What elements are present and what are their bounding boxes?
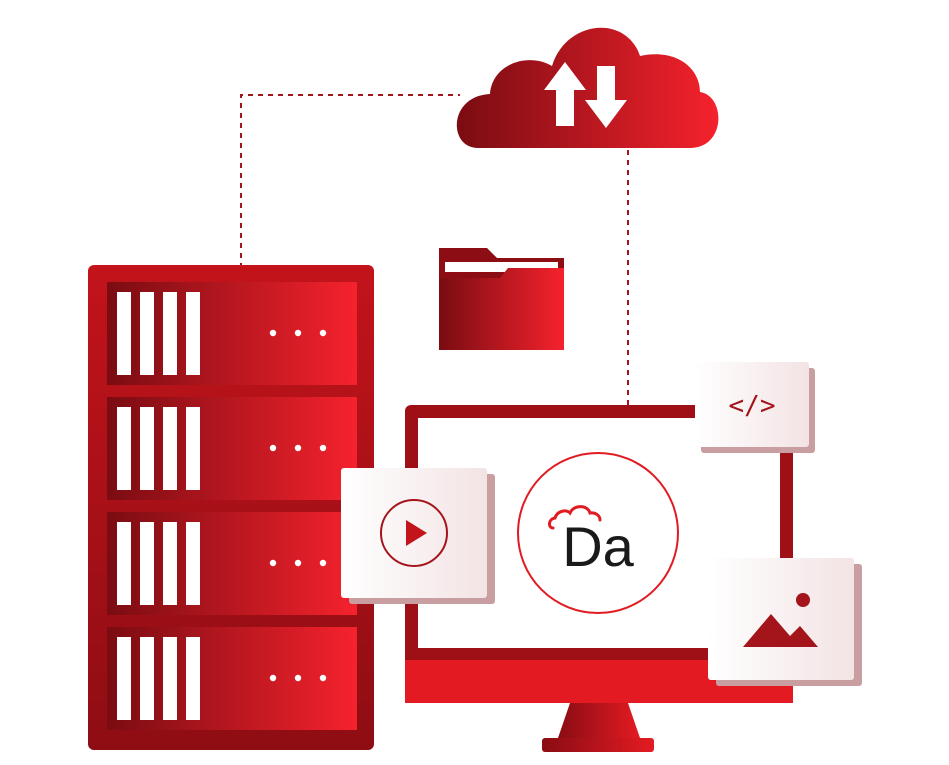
cloud-sync-icon	[456, 27, 719, 148]
code-card: </>	[695, 362, 815, 453]
status-dot	[294, 444, 302, 452]
server-rack-icon	[88, 265, 374, 750]
logo-cloud-icon	[548, 505, 602, 530]
drive-bay	[117, 407, 131, 490]
drive-bay	[186, 637, 200, 720]
drive-bay	[186, 407, 200, 490]
play-icon	[380, 499, 448, 567]
server-unit	[107, 512, 357, 615]
status-dot	[319, 329, 327, 337]
drive-bay	[117, 292, 131, 375]
status-dot	[294, 329, 302, 337]
drive-bay	[163, 522, 177, 605]
drive-bay	[186, 522, 200, 605]
status-dot	[294, 559, 302, 567]
folder-icon	[439, 248, 564, 350]
drive-bay	[186, 292, 200, 375]
image-card	[708, 558, 862, 686]
drive-bay	[140, 522, 154, 605]
server-unit	[107, 397, 357, 500]
status-dot	[269, 559, 277, 567]
server-unit	[107, 282, 357, 385]
status-dot	[319, 674, 327, 682]
drive-bay	[140, 407, 154, 490]
brand-logo: Da	[517, 452, 679, 614]
server-unit	[107, 627, 357, 730]
status-dot	[269, 674, 277, 682]
logo-text: Da	[562, 515, 634, 578]
status-dot	[269, 329, 277, 337]
drive-bay	[140, 292, 154, 375]
arrow-down-icon	[585, 66, 627, 128]
connector-lines	[240, 94, 629, 405]
server-units	[107, 282, 357, 730]
drive-bay	[163, 637, 177, 720]
monitor-base	[542, 738, 654, 752]
video-card	[341, 468, 495, 604]
connector-server-cloud	[240, 94, 460, 268]
code-icon: </>	[729, 391, 776, 421]
image-icon	[743, 593, 818, 647]
status-dot	[319, 444, 327, 452]
status-dot	[294, 674, 302, 682]
status-dot	[319, 559, 327, 567]
monitor-neck	[558, 703, 640, 738]
drive-bay	[140, 637, 154, 720]
drive-bay	[117, 637, 131, 720]
drive-bay	[163, 407, 177, 490]
arrow-up-icon	[544, 62, 586, 126]
drive-bay	[163, 292, 177, 375]
status-dot	[269, 444, 277, 452]
drive-bay	[117, 522, 131, 605]
